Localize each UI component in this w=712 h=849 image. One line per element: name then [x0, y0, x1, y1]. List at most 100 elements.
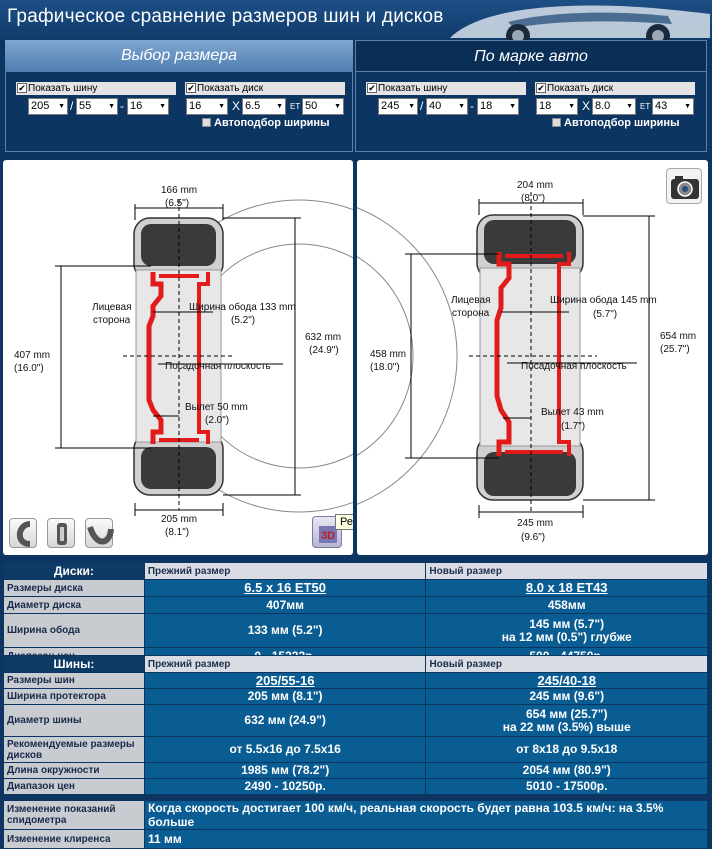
dropdown-arrow-icon: ▼: [626, 103, 633, 110]
tire-view-button[interactable]: [9, 518, 37, 548]
show-disk-label: Показать диск: [197, 83, 264, 94]
rim-width-in: (5.7"): [593, 309, 617, 320]
disk-width-select[interactable]: 6.5▼: [242, 98, 286, 115]
disk-diameter-select[interactable]: 18 ▼: [536, 98, 578, 115]
clearance-label: Изменение клиренса: [3, 829, 145, 849]
new-value: 458мм: [425, 596, 708, 614]
new-value[interactable]: 245/40-18: [425, 672, 708, 689]
header: Графическое сравнение размеров шин и дис…: [0, 0, 712, 40]
x-separator: X: [232, 99, 241, 113]
wheel-drawing-new: 204 mm (8.0") Лицевая сторона Ширина обо…: [357, 160, 708, 555]
dropdown-arrow-icon: ▼: [108, 103, 115, 110]
new-value-line1: 145 мм (5.7"): [529, 616, 605, 631]
tire-width-select[interactable]: 245▼: [378, 98, 418, 115]
tires-comparison-table: Шины: Прежний размер Новый размер Размер…: [3, 655, 708, 795]
dropdown-arrow-icon: ▼: [58, 103, 65, 110]
new-value[interactable]: 8.0 x 18 ET43: [425, 579, 708, 597]
old-value[interactable]: 205/55-16: [143, 672, 427, 689]
svg-text:3D: 3D: [321, 530, 335, 542]
top-width-in: (8.0"): [521, 193, 545, 204]
new-value-line2: на 12 мм (0.5") глубже: [501, 629, 632, 644]
wheel-cross-section-old: 166 mm (6.5") Лицевая сторона Ширина обо…: [14, 185, 353, 538]
rim-width-in: (5.2"): [231, 315, 255, 326]
page-title: Графическое сравнение размеров шин и дис…: [7, 6, 444, 27]
table-row: Размеры диска 6.5 x 16 ET50 8.0 x 18 ET4…: [3, 579, 708, 597]
table-row: Диаметр диска 407мм 458мм: [3, 596, 708, 614]
tire-diameter-select[interactable]: 18▼: [477, 98, 519, 115]
disk-width-value: 8.0: [595, 100, 611, 112]
disk-diameter-value: 16: [189, 100, 202, 112]
tire-side-icon: [87, 525, 114, 545]
show-disk-checkbox[interactable]: ✔ Показать диск: [535, 82, 695, 95]
slash-separator: /: [70, 99, 74, 113]
new-value: 5010 - 17500р.: [425, 778, 708, 795]
disk-width-select[interactable]: 8.0 ▼: [592, 98, 636, 115]
old-value: 407мм: [143, 596, 427, 614]
et-value: 43: [655, 100, 668, 112]
row-label: Размеры диска: [3, 579, 145, 597]
old-tire-size-link[interactable]: 205/55-16: [255, 672, 315, 688]
new-value: 654 мм (25.7") на 22 мм (3.5%) выше: [425, 704, 708, 737]
show-tire-checkbox[interactable]: ✔ Показать шину: [16, 82, 176, 95]
tab-by-car-brand[interactable]: По марке авто: [355, 40, 707, 72]
show-disk-checkbox[interactable]: ✔ Показать диск: [185, 82, 345, 95]
check-icon: ✔: [367, 83, 377, 93]
et-select[interactable]: 50▼: [302, 98, 344, 115]
tire-profile-select[interactable]: 55▼: [76, 98, 118, 115]
new-value: от 8x18 до 9.5x18: [425, 736, 708, 763]
top-width-in: (6.5"): [165, 198, 189, 209]
new-value-line1: 654 мм (25.7"): [525, 706, 608, 721]
screenshot-button[interactable]: [666, 168, 702, 204]
tire-width-value: 205: [31, 100, 50, 112]
disks-old-header: Прежний размер: [143, 562, 427, 580]
speedometer-value: Когда скорость достигает 100 км/ч, реаль…: [144, 800, 708, 830]
new-value-line2: на 22 мм (3.5%) выше: [502, 719, 631, 734]
disk-diameter-select[interactable]: 16▼: [186, 98, 228, 115]
new-disk-size-link[interactable]: 8.0 x 18 ET43: [525, 580, 608, 595]
new-value: 145 мм (5.7") на 12 мм (0.5") глубже: [425, 613, 708, 648]
dropdown-arrow-icon: ▼: [568, 103, 575, 110]
table-row: Диапазон цен 2490 - 10250р. 5010 - 17500…: [3, 778, 708, 795]
tire-diameter-value: 18: [480, 100, 493, 112]
wheel-cross-section-new: 204 mm (8.0") Лицевая сторона Ширина обо…: [357, 180, 696, 543]
mounting-plane-label: Посадочная плоскость: [165, 361, 271, 372]
tire-profile-select[interactable]: 40▼: [426, 98, 468, 115]
speedometer-label: Изменение показаний спидометра: [3, 800, 145, 830]
auto-width-checkbox[interactable]: Автоподбор ширины: [202, 117, 329, 129]
show-disk-label: Показать диск: [547, 83, 614, 94]
show-tire-checkbox[interactable]: ✔ Показать шину: [366, 82, 526, 95]
checkbox-icon: [552, 118, 561, 127]
disks-new-header: Новый размер: [425, 562, 708, 580]
clearance-value: 11 мм: [144, 829, 708, 849]
row-label: Ширина протектора: [3, 688, 145, 705]
side-view-button[interactable]: [85, 518, 114, 548]
auto-width-label: Автоподбор ширины: [214, 117, 330, 129]
offset-label: Вылет 50 mm: [185, 402, 248, 413]
check-icon: ✔: [17, 83, 27, 93]
tire-diameter-select[interactable]: 16▼: [127, 98, 169, 115]
tab-select-size[interactable]: Выбор размера: [5, 40, 353, 72]
et-label: ET: [290, 102, 301, 111]
3d-mode-tooltip: Режим 3D: [335, 514, 353, 530]
row-label: Диапазон цен: [3, 778, 145, 795]
table-row: Рекомендуемые размеры дисков от 5.5x16 д…: [3, 736, 708, 763]
section-view-button[interactable]: [47, 518, 75, 548]
offset-in: (2.0"): [205, 415, 229, 426]
tire-width-select[interactable]: 205 ▼: [28, 98, 68, 115]
new-value: 2054 мм (80.9"): [425, 762, 708, 779]
check-icon: ✔: [536, 83, 546, 93]
new-tire-size-link[interactable]: 245/40-18: [537, 672, 596, 688]
disk-diameter-value: 18: [539, 100, 552, 112]
show-tire-label: Показать шину: [378, 83, 448, 94]
rim-diameter-mm: 458 mm: [370, 349, 406, 360]
et-select[interactable]: 43▼: [652, 98, 694, 115]
tires-new-header: Новый размер: [425, 655, 708, 673]
tire-width-value: 245: [381, 100, 400, 112]
dropdown-arrow-icon: ▼: [458, 103, 465, 110]
old-disk-size-link[interactable]: 6.5 x 16 ET50: [244, 580, 326, 595]
old-value: 133 мм (5.2"): [143, 613, 427, 648]
auto-width-checkbox[interactable]: Автоподбор ширины: [552, 117, 679, 129]
tire-section-icon: [57, 523, 67, 545]
old-value[interactable]: 6.5 x 16 ET50: [143, 579, 427, 597]
row-label: Длина окружности: [3, 762, 145, 779]
